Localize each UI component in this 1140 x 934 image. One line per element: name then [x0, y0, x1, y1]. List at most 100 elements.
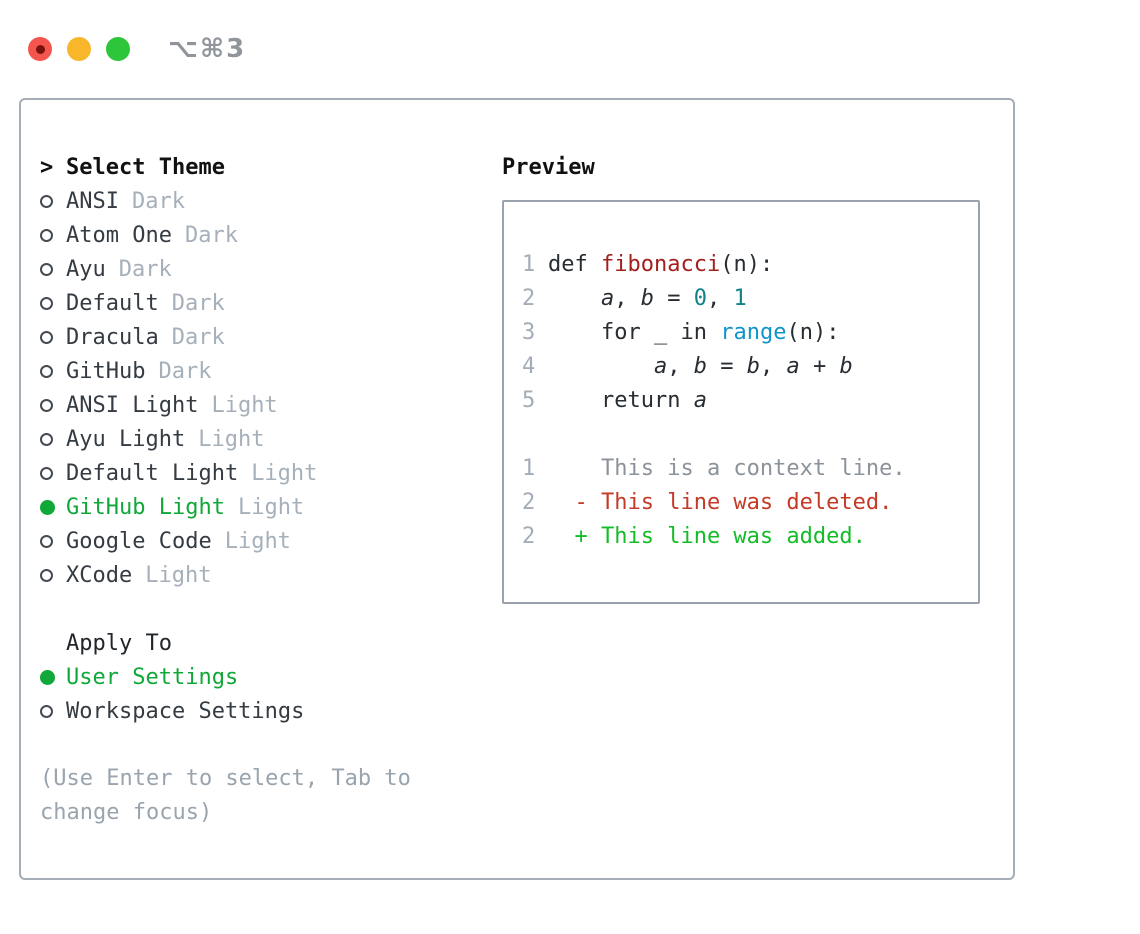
radio-icon: [40, 296, 66, 310]
line-number: 2: [522, 490, 536, 515]
line-number: 2: [522, 286, 536, 311]
option-label: Workspace Settings: [66, 698, 305, 724]
theme-option-ansi-light[interactable]: ANSI Light Light: [40, 388, 502, 422]
option-label: Default: [66, 290, 159, 316]
code-text: a, b = 0, 1: [600, 286, 747, 311]
spacer: [40, 592, 502, 626]
option-label: GitHub Light: [66, 494, 225, 520]
theme-option-google-code[interactable]: Google Code Light: [40, 524, 502, 558]
option-label: User Settings: [66, 664, 239, 690]
radio-icon: [40, 262, 66, 276]
code-text: This is a context line.: [548, 456, 906, 481]
code-line: [522, 418, 978, 452]
code-line: 1 This is a context line.: [522, 452, 978, 486]
code-line: 5 return a: [522, 384, 978, 418]
radio-icon: [40, 194, 66, 208]
code-text: a, b = b, a + b: [653, 354, 853, 379]
option-tag: Dark: [171, 324, 225, 350]
code-text: + This line was added.: [548, 524, 866, 549]
option-label: XCode: [66, 562, 133, 588]
option-tag: Light: [237, 494, 305, 520]
theme-option-ayu-light[interactable]: Ayu Light Light: [40, 422, 502, 456]
radio-icon: [40, 534, 66, 548]
radio-icon: [40, 466, 66, 480]
radio-icon: [40, 364, 66, 378]
option-label: Google Code: [66, 528, 212, 554]
preview-header-row: Preview: [502, 150, 986, 184]
help-line-1: (Use Enter to select, Tab to: [40, 766, 411, 791]
apply-option-workspace-settings[interactable]: Workspace Settings: [40, 694, 502, 728]
theme-option-ansi[interactable]: ANSI Dark: [40, 184, 502, 218]
theme-option-default-light[interactable]: Default Light Light: [40, 456, 502, 490]
option-tag: Dark: [171, 290, 225, 316]
line-number: 3: [522, 320, 536, 345]
option-tag: Light: [145, 562, 212, 588]
line-number: 1: [522, 456, 536, 481]
traffic-lights: [28, 37, 130, 61]
zoom-button-icon[interactable]: [106, 37, 130, 61]
option-label: Dracula: [66, 324, 159, 350]
option-label: Ayu: [66, 256, 106, 282]
option-tag: Light: [211, 392, 278, 418]
theme-option-github[interactable]: GitHub Dark: [40, 354, 502, 388]
line-number: 2: [522, 524, 536, 549]
line-number: 5: [522, 388, 536, 413]
window-title: ⌥⌘3: [168, 34, 247, 64]
radio-icon: [40, 704, 66, 718]
option-tag: Dark: [158, 358, 212, 384]
code-line: 4 a, b = b, a + b: [522, 350, 978, 384]
code-line: 3 for _ in range(n):: [522, 316, 978, 350]
radio-selected-icon: [40, 499, 66, 515]
theme-list: ANSI Dark Atom One Dark Ayu Dark Default…: [40, 184, 502, 592]
code-line: 2 - This line was deleted.: [522, 486, 978, 520]
option-label: Default Light: [66, 460, 239, 486]
code-text: - This line was deleted.: [548, 490, 893, 515]
radio-icon: [40, 398, 66, 412]
code-line: 1 def fibonacci(n):: [522, 248, 978, 282]
apply-option-user-settings[interactable]: User Settings: [40, 660, 502, 694]
code-line: 2 a, b = 0, 1: [522, 282, 978, 316]
line-number: 1: [522, 252, 536, 277]
theme-option-atom-one[interactable]: Atom One Dark: [40, 218, 502, 252]
theme-option-ayu[interactable]: Ayu Dark: [40, 252, 502, 286]
radio-icon: [40, 568, 66, 582]
option-label: Ayu Light: [66, 426, 186, 452]
theme-option-github-light[interactable]: GitHub Light Light: [40, 490, 502, 524]
theme-selector-column: > Select Theme ANSI Dark Atom One Dark A…: [21, 100, 502, 878]
code-text: for _ in range(n):: [600, 320, 840, 345]
select-theme-header: > Select Theme: [40, 150, 502, 184]
radio-icon: [40, 228, 66, 242]
radio-icon: [40, 432, 66, 446]
option-tag: Light: [224, 528, 291, 554]
option-tag: Dark: [131, 188, 185, 214]
theme-picker-panel: > Select Theme ANSI Dark Atom One Dark A…: [19, 98, 1015, 880]
prompt-icon: >: [40, 154, 54, 180]
line-number: 4: [522, 354, 536, 379]
titlebar: ⌥⌘3: [0, 0, 1140, 98]
code-line: 2 + This line was added.: [522, 520, 978, 554]
apply-to-header: Apply To: [40, 626, 502, 660]
help-line-2: change focus): [40, 800, 213, 825]
theme-option-dracula[interactable]: Dracula Dark: [40, 320, 502, 354]
preview-title: Preview: [502, 154, 595, 180]
option-label: Atom One: [66, 222, 172, 248]
theme-option-default[interactable]: Default Dark: [40, 286, 502, 320]
select-theme-title: Select Theme: [66, 154, 225, 180]
option-tag: Light: [251, 460, 318, 486]
spacer: [40, 728, 502, 762]
option-tag: Dark: [184, 222, 238, 248]
apply-options: User Settings Workspace Settings: [40, 660, 502, 728]
option-label: ANSI Light: [66, 392, 199, 418]
minimize-button-icon[interactable]: [67, 37, 91, 61]
theme-option-xcode[interactable]: XCode Light: [40, 558, 502, 592]
apply-to-title: Apply To: [66, 630, 172, 656]
option-tag: Light: [198, 426, 265, 452]
code-text: return a: [600, 388, 707, 413]
code-text: def fibonacci(n):: [548, 252, 774, 277]
help-text: (Use Enter to select, Tab to change focu…: [40, 762, 502, 830]
close-button-icon[interactable]: [28, 37, 52, 61]
option-label: GitHub: [66, 358, 146, 384]
